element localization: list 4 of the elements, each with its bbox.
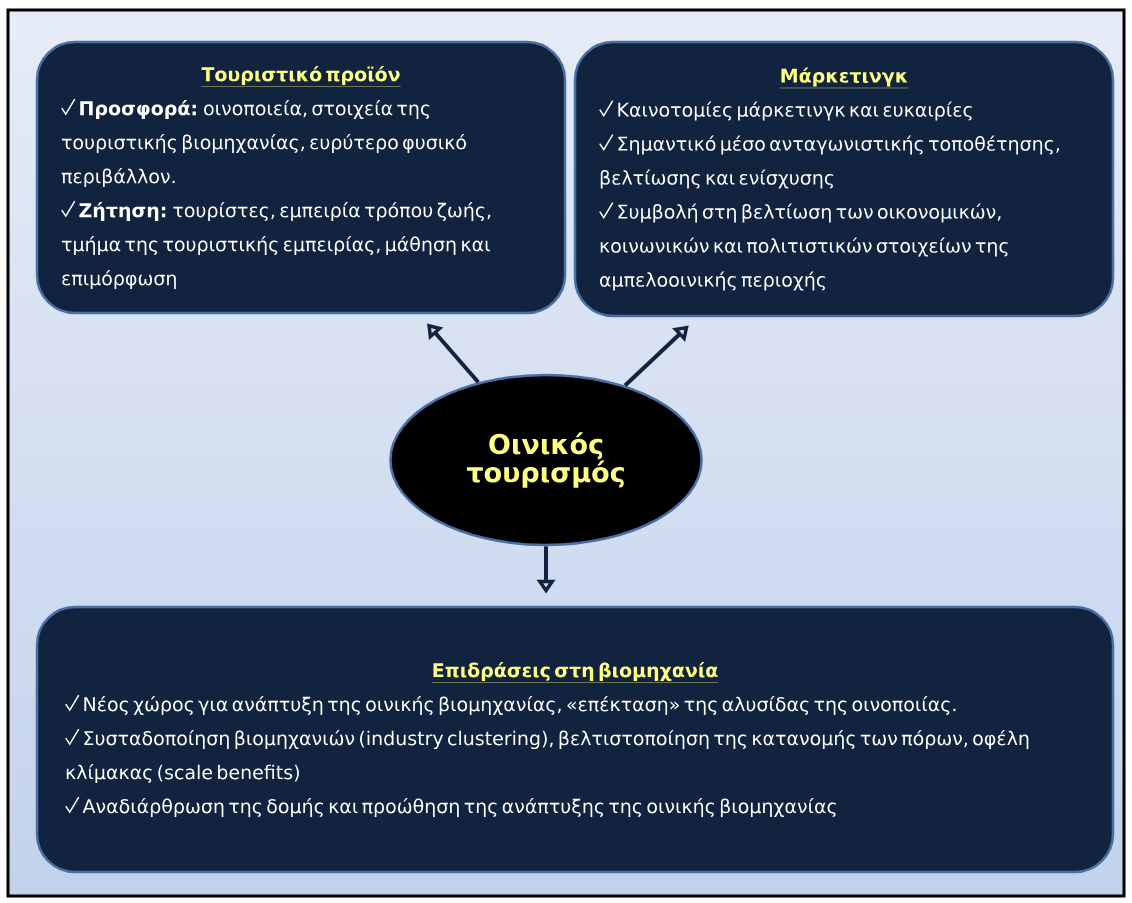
rounded-box: Επιδράσεις στη βιομηχανία Νέος χώρος για ανάπτυξη της οινικής βιομηχανίας, «επέκταση» της αλυσίδας της οινοποιίας. Συσταδοποίηση βιομηχανιών (industry clustering), βελτιστοποίηση της κατανομής των πόρων, οφέλη κλίμακας (scale benefits) Αναδιάρθρωση της δομής και προώθηση της ανάπτυξης της οινικής βιομηχανίας — [35, 605, 1115, 874]
arrow — [623, 325, 689, 387]
rounded-box: Μάρκετινγκ Καινοτομίες μάρκετινγκ και ευκαιρίες Σημαντικό μέσο ανταγωνιστικής τοποθέτησης, βελτίωσης και ενίσχυσης Συμβολή στη βελτίωση των οικονομικών, κοινωνικών και πολιτιστικών στοιχείων της αμπελοοινικής περιοχής — [573, 40, 1115, 318]
rounded-box: Τουριστικό προϊόν Προσφορά: οινοποιεία, στοιχεία της τουριστικής βιομηχανίας, ευρύτερο φυσικό περιβάλλον. Ζήτηση: τουρίστες, εμπειρία τρόπου ζωής, τμήμα της τουριστικής εμπειρίας, μάθηση και επιμόρφωση — [35, 40, 567, 315]
